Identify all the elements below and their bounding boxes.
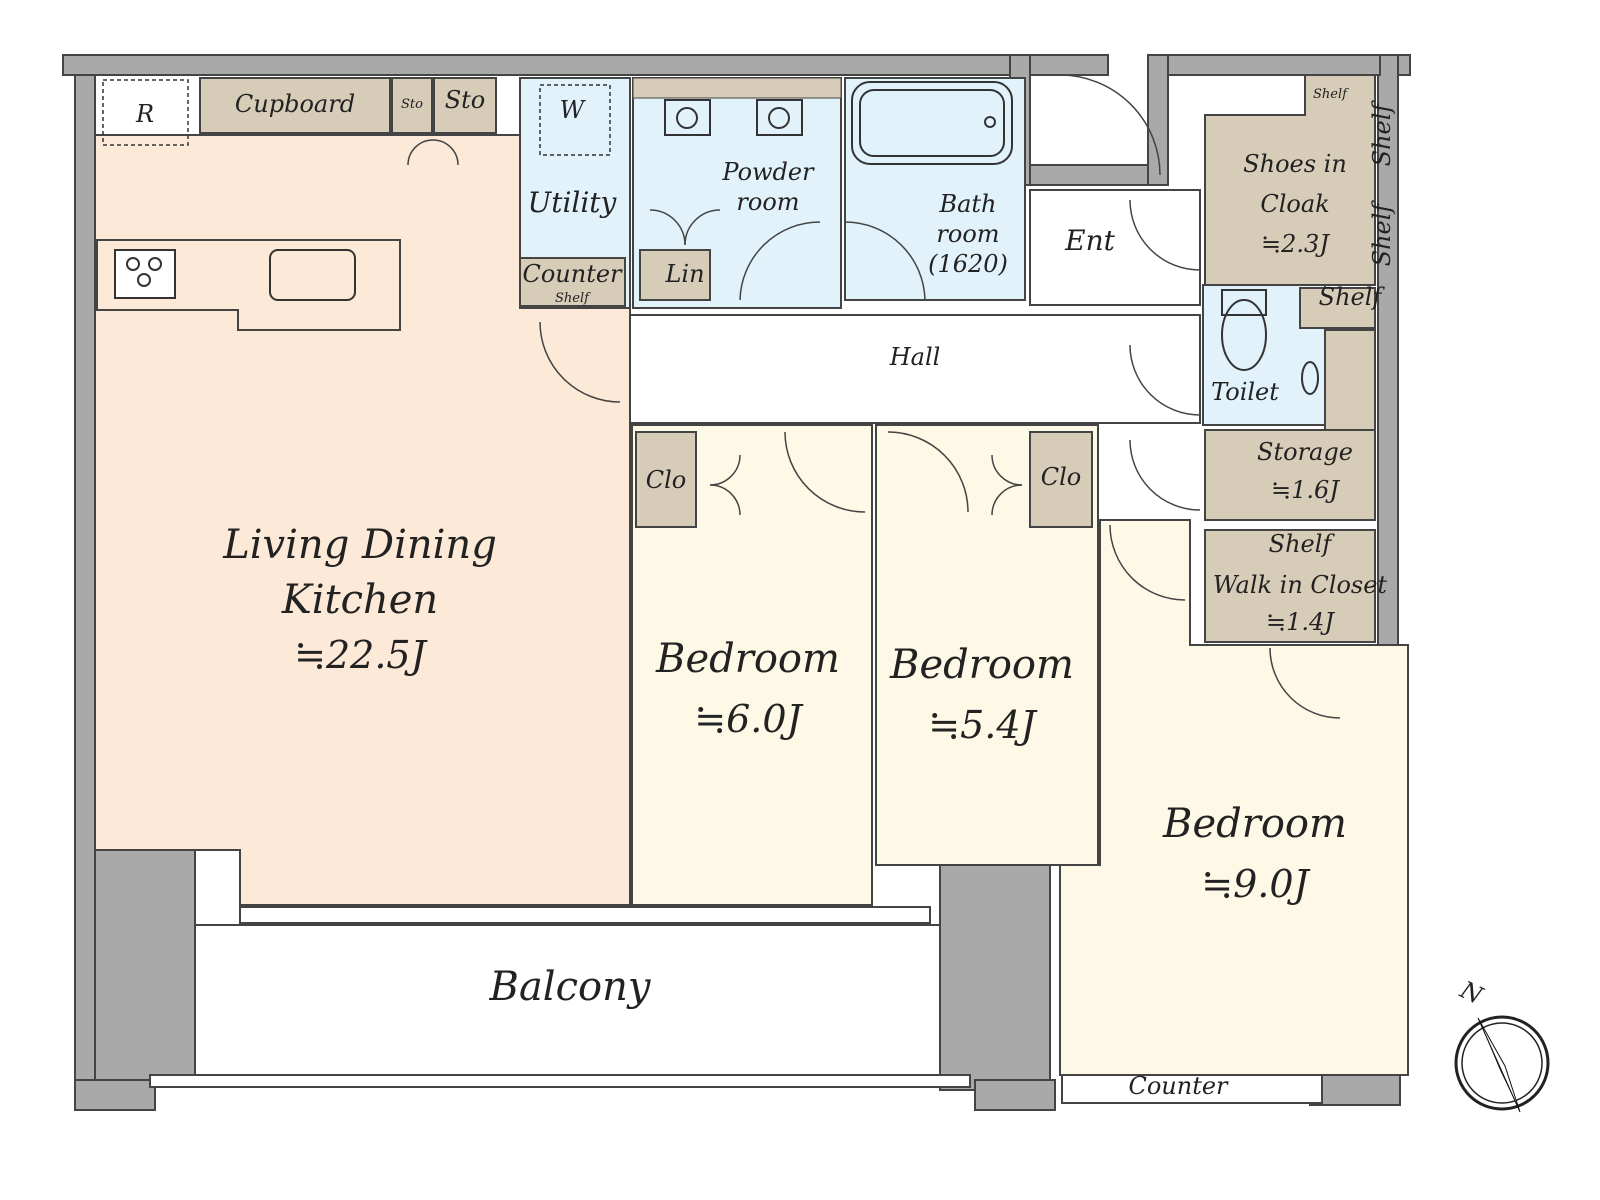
bedroom2-name: Bedroom — [889, 642, 1074, 688]
shelf-toilet-label: Shelf — [1319, 283, 1386, 311]
sto-label-2: Sto — [445, 86, 486, 114]
kitchen-fixtures — [96, 79, 401, 331]
bath-line2: room — [936, 220, 999, 248]
bedroom1-name: Bedroom — [655, 636, 840, 682]
toilet-name: Toilet — [1211, 378, 1279, 406]
ldk-name-line2: Kitchen — [281, 577, 438, 623]
shoes-cloak-line2: Cloak — [1260, 190, 1329, 218]
utility-counter-label: Counter — [522, 260, 623, 288]
entrance-floor — [1029, 189, 1201, 306]
bedroom2-area: ≒5.4J — [928, 703, 1037, 747]
bedroom1-area: ≒6.0J — [694, 697, 803, 741]
powder-room-line2: room — [736, 188, 799, 216]
shoes-cloak-line1: Shoes in — [1243, 150, 1347, 178]
counter-strip — [1061, 1074, 1323, 1104]
closet2-label: Clo — [1041, 463, 1082, 491]
compass-north-label: N — [1455, 975, 1488, 1010]
utility-name: Utility — [528, 186, 618, 219]
shoes-cloak-area: ≒2.3J — [1261, 230, 1330, 258]
storage-area: ≒1.6J — [1271, 476, 1340, 504]
wic-name: Walk in Closet — [1213, 571, 1388, 599]
washer-label: W — [560, 96, 587, 124]
storage-fills — [199, 74, 1376, 643]
ldk-area: ≒22.5J — [294, 633, 427, 677]
powder-room-line1: Powder — [721, 158, 815, 186]
balcony — [149, 906, 971, 1088]
room-labels: Living Dining Kitchen ≒22.5J Bedroom ≒6.… — [135, 86, 1488, 1100]
bedroom3-name: Bedroom — [1162, 801, 1347, 847]
bath-line1: Bath — [938, 190, 996, 218]
wet-fixtures — [539, 81, 1319, 395]
utility-shelf-label: Shelf — [555, 291, 591, 306]
door-swings — [407, 74, 1341, 986]
ldk-name-line1: Living Dining — [222, 522, 497, 568]
sto-label-1: Sto — [401, 97, 423, 112]
balcony-name: Balcony — [489, 964, 652, 1010]
shelf-side-label-1: Shelf — [1368, 100, 1396, 167]
bath-size: (1620) — [928, 250, 1008, 278]
bedroom3-floor — [1059, 519, 1409, 1076]
wic-shelf-label: Shelf — [1269, 530, 1336, 558]
bedroom3-area: ≒9.0J — [1201, 862, 1310, 906]
hall-name: Hall — [889, 343, 941, 371]
counter-bedroom-label: Counter — [1128, 1072, 1229, 1100]
cupboard-label: Cupboard — [235, 90, 355, 118]
storage-name: Storage — [1257, 438, 1353, 466]
wic-area: ≒1.4J — [1266, 608, 1335, 636]
compass-icon — [1454, 1015, 1550, 1113]
shelf-side-label-2: Shelf — [1368, 200, 1396, 267]
bath-floor — [844, 77, 1026, 301]
linen-label: Lin — [664, 260, 704, 288]
shelf-top-label: Shelf — [1313, 87, 1349, 102]
entrance-name: Ent — [1064, 224, 1115, 257]
refrigerator-label: R — [135, 100, 154, 128]
closet1-label: Clo — [646, 466, 687, 494]
hall-floor — [629, 314, 1201, 424]
